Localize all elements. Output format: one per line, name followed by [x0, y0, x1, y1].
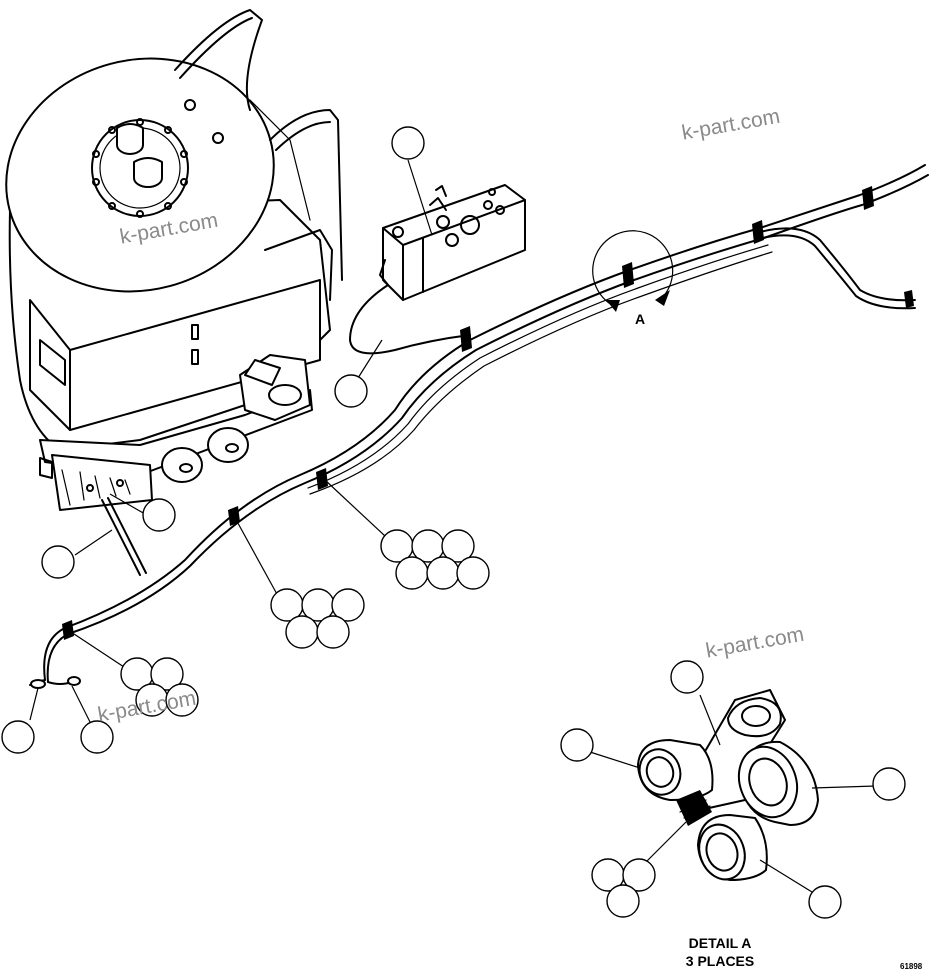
tank-assembly: [5, 9, 343, 576]
callout-balloons: [1, 126, 906, 919]
detail-caption-line2: 3 PLACES: [685, 953, 755, 969]
figure-number: 61898: [900, 962, 923, 971]
valve-block: [379, 184, 526, 301]
detail-caption: DETAIL A 3 PLACES: [660, 934, 780, 970]
detail-a-callout: [592, 230, 674, 312]
leader-lines: [29, 159, 877, 893]
clamp-detail-assembly: [637, 689, 819, 881]
detail-caption-line1: DETAIL A: [688, 935, 752, 951]
flange-bolts: [92, 118, 188, 218]
view-label-a: A: [635, 311, 645, 327]
hose-bundle: [29, 164, 929, 689]
